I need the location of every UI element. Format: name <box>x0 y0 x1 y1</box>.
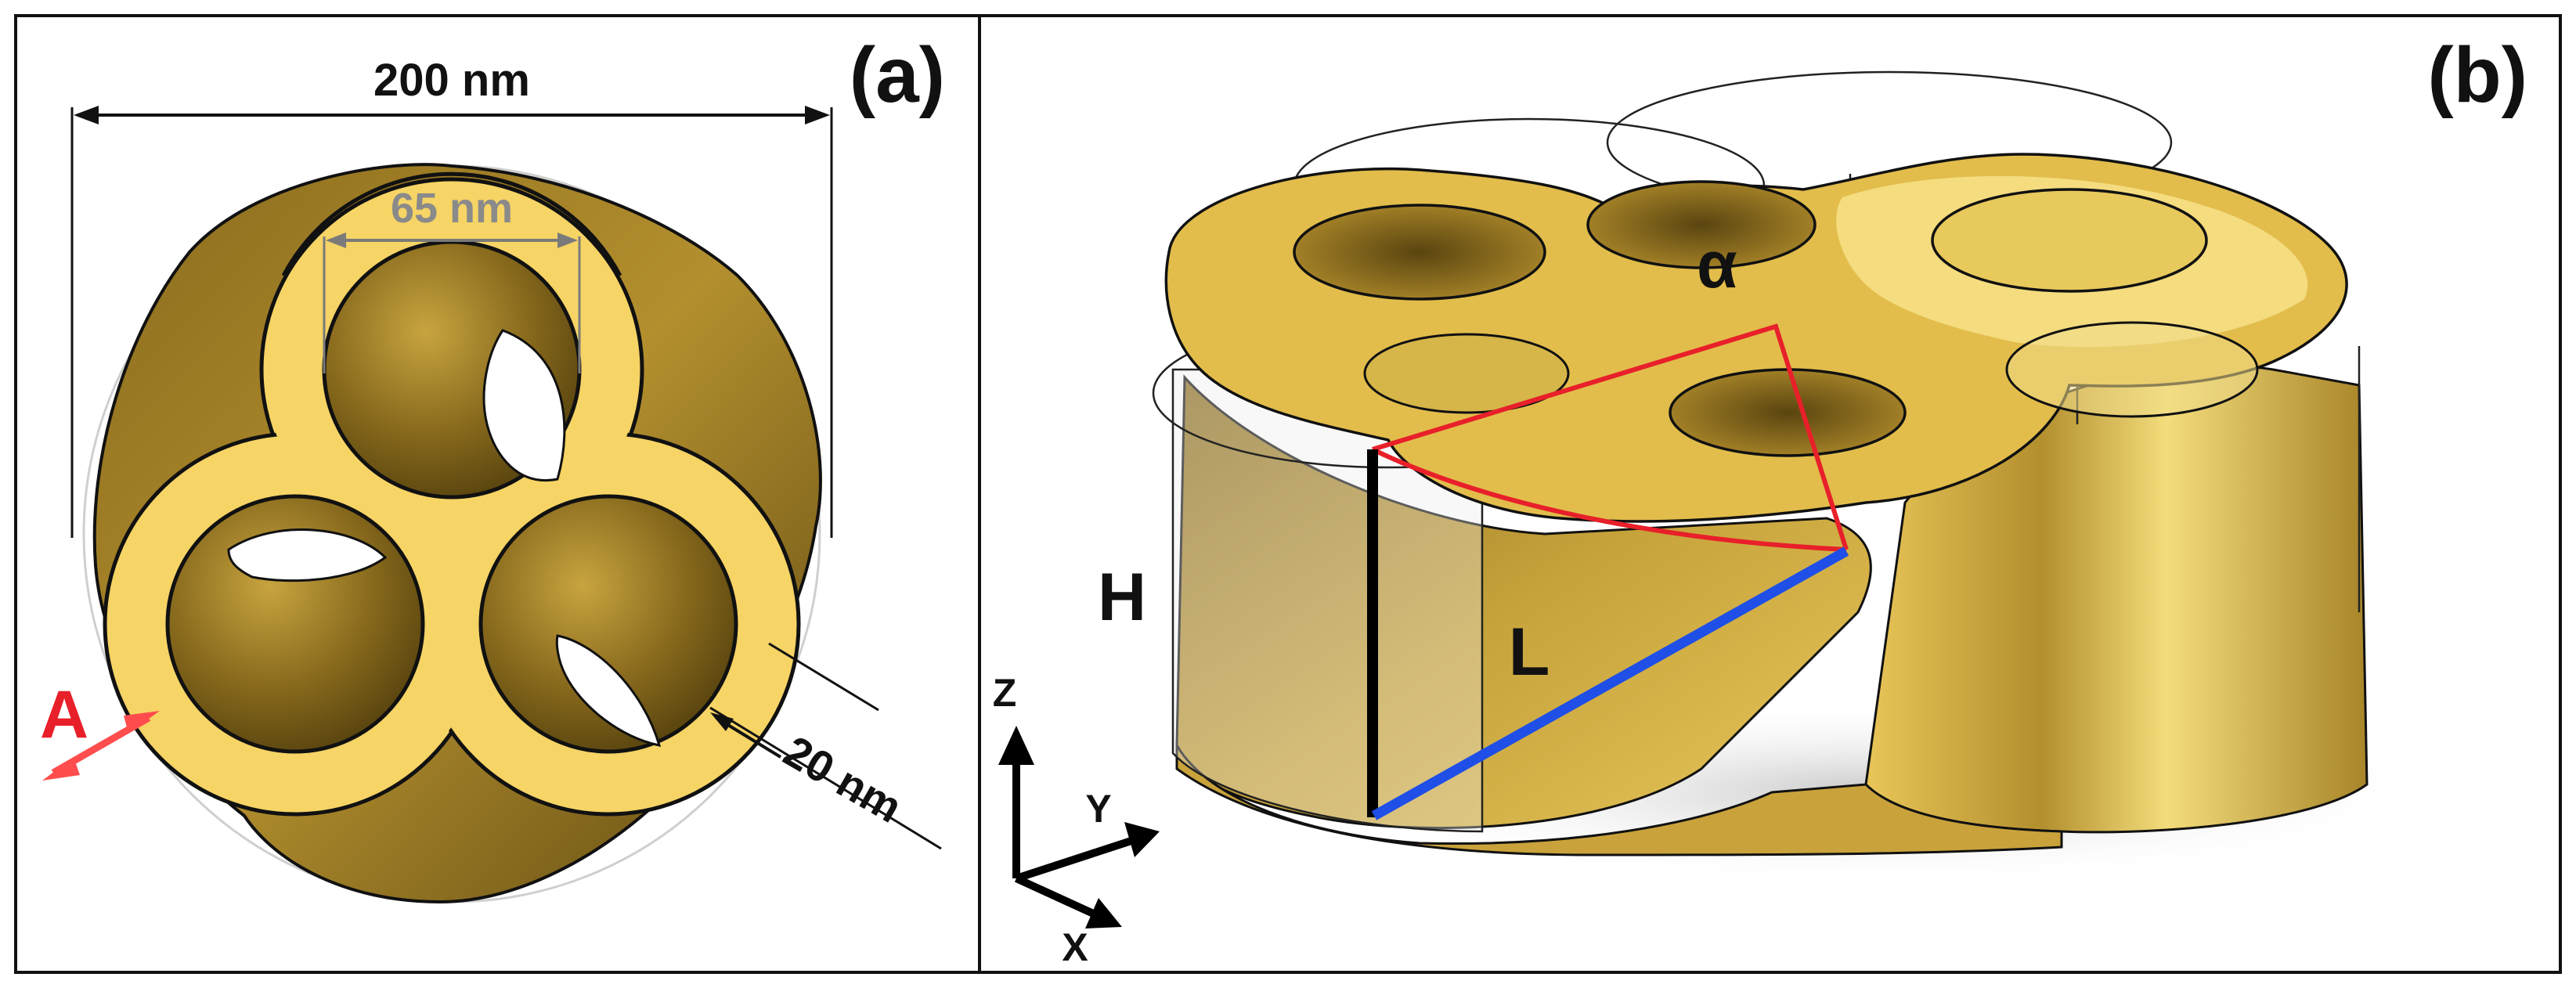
body-front-lower <box>1175 741 2063 856</box>
dimension-200nm: 200 nm <box>70 55 833 538</box>
hole-right <box>478 494 738 754</box>
length-line: L <box>1371 546 1849 820</box>
axis-x-label: X <box>1062 925 1088 969</box>
panel-a-drawing: 200 nm 65 nm 20 nm A (a) <box>40 31 945 904</box>
axis-marker-a-label: A <box>40 677 88 752</box>
hole-front-left <box>1363 333 1570 414</box>
dimension-65nm: 65 nm <box>323 185 581 373</box>
hole-back-left <box>1293 204 1546 301</box>
alpha-label: α <box>1697 228 1737 301</box>
axis-marker-a: A <box>40 677 160 781</box>
axis-y-label: Y <box>1085 787 1111 831</box>
panel-b-drawing: α H L Z Y X (b) <box>993 31 2527 969</box>
holes <box>165 240 738 754</box>
dim-outer-label: 200 nm <box>373 55 530 106</box>
hole-front-right <box>2005 321 2259 418</box>
length-label: L <box>1509 615 1550 690</box>
panel-b: α H L Z Y X (b) <box>978 14 2562 974</box>
coordinate-axes: Z Y X <box>993 671 1160 969</box>
panel-a-label: (a) <box>850 31 945 119</box>
dim-wall-label: 20 nm <box>776 726 911 831</box>
dim-hole-label: 65 nm <box>391 185 513 232</box>
height-line: H <box>1098 449 1378 817</box>
hole-front-center <box>1669 368 1907 457</box>
top-holes <box>1293 180 2259 457</box>
panel-a: 200 nm 65 nm 20 nm A (a) <box>14 14 981 974</box>
axis-z-label: Z <box>993 671 1017 715</box>
panel-b-label: (b) <box>2427 31 2527 119</box>
hole-back-mid <box>1586 180 1817 269</box>
height-label: H <box>1098 560 1146 635</box>
hole-back-right <box>1931 188 2208 293</box>
alpha-sector: α <box>1371 228 1849 552</box>
